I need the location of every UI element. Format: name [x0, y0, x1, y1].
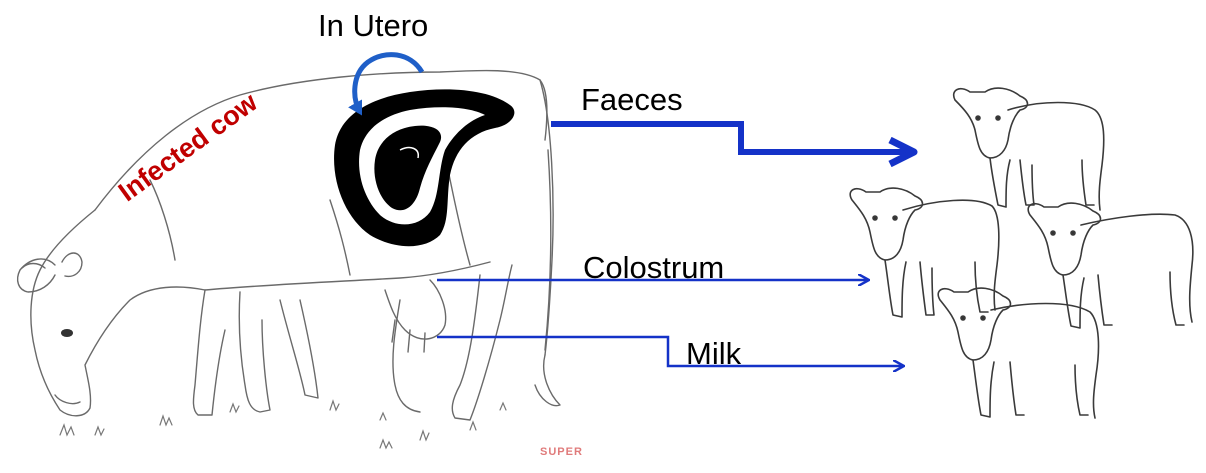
fetus-in-uterus — [334, 89, 514, 246]
calf-illustration — [850, 88, 1193, 418]
label-in-utero: In Utero — [318, 10, 428, 41]
label-milk: Milk — [686, 338, 741, 369]
faeces-arrow — [551, 124, 912, 152]
grass-tufts — [60, 401, 506, 448]
label-colostrum: Colostrum — [583, 252, 724, 283]
milk-arrow — [437, 337, 903, 366]
label-faeces: Faeces — [581, 84, 683, 115]
watermark-logo: SUPER — [540, 446, 583, 458]
